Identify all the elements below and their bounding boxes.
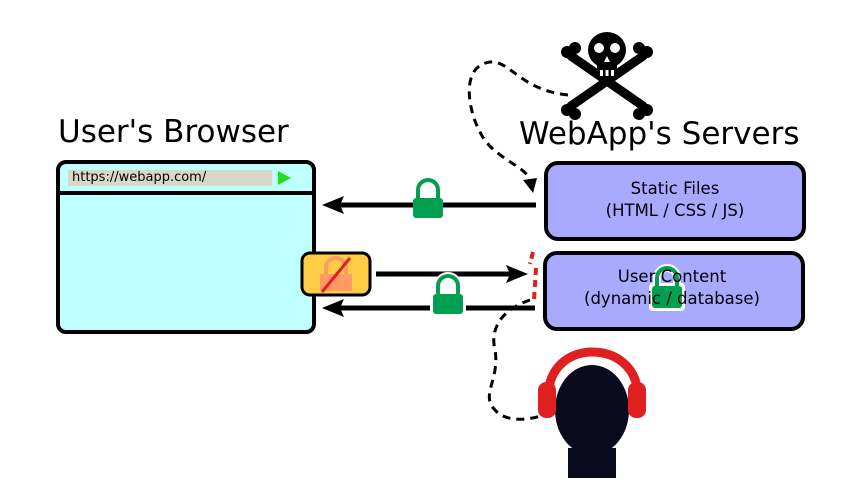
browser-window bbox=[56, 160, 316, 334]
green-lock-icon bbox=[430, 272, 466, 317]
attacker-headphones-icon bbox=[538, 347, 646, 478]
address-bar[interactable] bbox=[68, 170, 272, 186]
static-files-line2: (HTML / CSS / JS) bbox=[605, 201, 745, 220]
attack-path-top-head bbox=[523, 178, 537, 193]
user-content-label: User Content (dynamic / database) bbox=[545, 266, 799, 310]
servers-title: WebApp's Servers bbox=[519, 116, 800, 152]
user-content-line2: (dynamic / database) bbox=[584, 289, 760, 308]
attack-path-top bbox=[467, 60, 569, 181]
static-files-box bbox=[544, 161, 806, 241]
tampered-connection-marker bbox=[528, 251, 538, 301]
green-lock-icon bbox=[413, 178, 443, 218]
attack-path-bottom bbox=[487, 298, 551, 421]
static-files-line1: Static Files bbox=[630, 179, 720, 198]
green-lock-icon bbox=[649, 264, 685, 311]
user-content-line1: User Content bbox=[617, 267, 727, 286]
go-icon[interactable] bbox=[278, 171, 291, 185]
browser-title: User's Browser bbox=[58, 114, 289, 150]
address-bar-url[interactable]: https://webapp.com/ bbox=[72, 170, 207, 185]
broken-lock-icon bbox=[300, 251, 372, 297]
static-files-label: Static Files (HTML / CSS / JS) bbox=[548, 178, 802, 222]
skull-crossbones-icon bbox=[561, 32, 653, 120]
